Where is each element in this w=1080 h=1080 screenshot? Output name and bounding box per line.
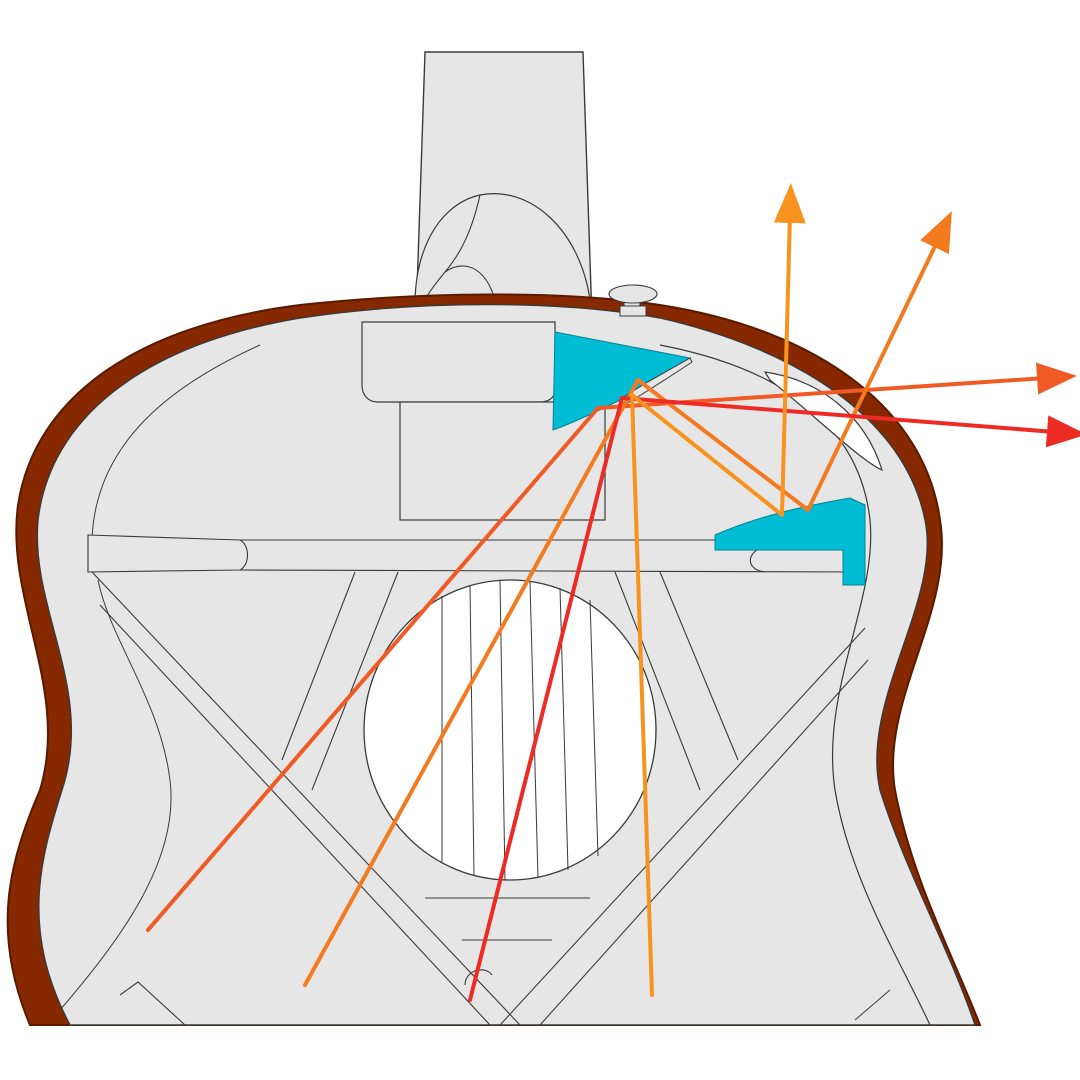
neck-block bbox=[361, 321, 556, 403]
ray-1 bbox=[146, 362, 1077, 932]
lower-reflector bbox=[714, 497, 866, 586]
ray-4 bbox=[630, 183, 806, 997]
strap-button-icon bbox=[608, 284, 658, 317]
soundhole bbox=[363, 579, 657, 881]
sound-rays bbox=[146, 183, 1080, 1002]
neck-heel bbox=[414, 193, 591, 321]
guitar-neck bbox=[414, 51, 593, 321]
ray-3 bbox=[468, 396, 1080, 1002]
interior-structure bbox=[59, 321, 891, 1025]
ray-2 bbox=[303, 211, 952, 987]
transverse-brace bbox=[87, 534, 249, 573]
